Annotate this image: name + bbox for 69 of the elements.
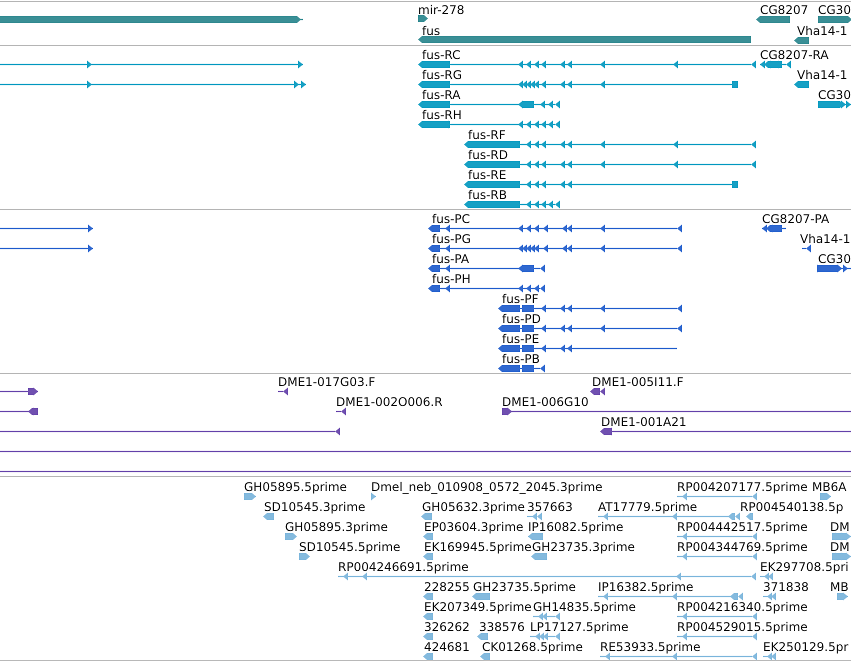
feature-label: RP004216340.5prime — [677, 600, 808, 614]
feature-label: SD10545.3prime — [264, 500, 366, 514]
feature-label: CK01268.5prime — [482, 640, 583, 654]
feature-label: DME1-002O006.R — [336, 395, 443, 409]
feature-label: fus-RA — [422, 88, 460, 102]
feature-label: RP004246691.5prime — [338, 560, 469, 574]
feature-label: Vha14-1 — [797, 68, 848, 82]
feature-label: GH05895.3prime — [285, 520, 388, 534]
feature-label: DM — [830, 540, 850, 554]
feature-label: 371838 — [763, 580, 809, 594]
feature-label: CG8207-RA — [760, 48, 829, 62]
feature-label: CG8207-PA — [762, 212, 830, 226]
feature-label: SD10545.5prime — [299, 540, 400, 554]
feature-label: 424681 — [424, 640, 470, 654]
feature-label: DME1-017G03.F — [278, 375, 376, 389]
feature-label: CG30 — [818, 252, 851, 266]
feature-label: fus-PF — [502, 292, 539, 306]
feature-label: EP03604.3prime — [424, 520, 524, 534]
feature-label: fus-PE — [502, 332, 540, 346]
feature-label: IP16382.5prime — [598, 580, 694, 594]
feature-label: DME1-005I11.F — [592, 375, 684, 389]
feature-label: DME1-006G10 — [502, 395, 589, 409]
feature-label: fus-PB — [502, 352, 540, 366]
feature-label: MB — [830, 580, 849, 594]
feature-label: mir-278 — [418, 3, 464, 17]
feature-label: fus-RH — [422, 108, 462, 122]
feature-label: RP004207177.5prime — [677, 480, 808, 494]
feature-label: RP004529015.5prime — [677, 620, 808, 634]
feature-label: DME1-001A21 — [601, 415, 687, 429]
feature-label: Dmel_neb_010908_0572_2045.3prime — [371, 480, 603, 494]
feature-label: RE53933.5prime — [600, 640, 700, 654]
feature-label: fus-PC — [432, 212, 470, 226]
feature-label: GH23735.5prime — [473, 580, 576, 594]
feature-label: fus-PD — [502, 312, 541, 326]
feature-label: DM — [830, 520, 850, 534]
feature-label: GH14835.5prime — [533, 600, 636, 614]
feature-label: fus-PH — [432, 272, 471, 286]
feature-label: RP004442517.5prime — [677, 520, 808, 534]
feature-label: 338576 — [479, 620, 525, 634]
feature-label: GH23735.3prime — [532, 540, 635, 554]
feature-label: fus-RF — [468, 128, 506, 142]
feature-label: 228255 — [424, 580, 470, 594]
feature-label: GH05632.3prime — [422, 500, 525, 514]
feature-label: fus-RB — [468, 188, 507, 202]
feature-label: fus-RC — [422, 48, 461, 62]
feature-label: RP004540138.5p — [740, 500, 844, 514]
feature-label: RP004344769.5prime — [677, 540, 808, 554]
feature-label: 326262 — [424, 620, 470, 634]
feature-label: EK297708.5pri — [760, 560, 849, 574]
feature-label: AT17779.5prime — [598, 500, 698, 514]
feature-label: CG30 — [818, 88, 851, 102]
feature-label: CG8207 — [760, 3, 808, 17]
feature-label: Vha14-1 — [800, 232, 850, 246]
feature-label: fus-RE — [468, 168, 506, 182]
feature-label: EK169945.5prime — [424, 540, 532, 554]
feature-label: fus — [422, 24, 440, 38]
feature-label: Vha14-1 — [797, 24, 848, 38]
feature-label: LP17127.5prime — [530, 620, 629, 634]
feature-label: GH05895.5prime — [244, 480, 347, 494]
feature-label: IP16082.5prime — [528, 520, 624, 534]
feature-label: 357663 — [527, 500, 573, 514]
feature-label: fus-PA — [432, 252, 470, 266]
feature-label: fus-RD — [468, 148, 508, 162]
feature-label: fus-PG — [432, 232, 471, 246]
feature-label: MB6A — [812, 480, 846, 494]
feature-label: EK250129.5pr — [763, 640, 848, 654]
feature-label: fus-RG — [422, 68, 462, 82]
feature-label: EK207349.5prime — [424, 600, 532, 614]
feature-label: CG30 — [818, 3, 851, 17]
